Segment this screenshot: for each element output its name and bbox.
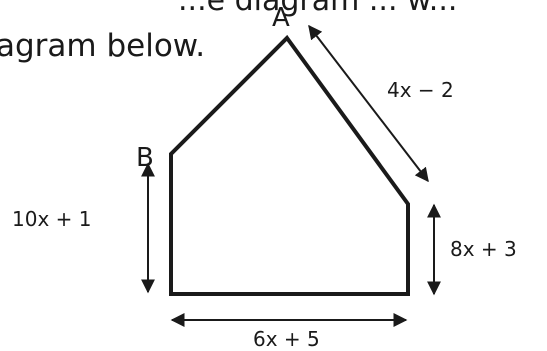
header-text-line2: agram below. <box>0 28 205 64</box>
side-label-right: 8x + 3 <box>450 237 517 261</box>
side-label-top-right: 4x − 2 <box>387 78 454 102</box>
header-text-line1: ...e diagram ... w... <box>178 0 457 18</box>
vertex-label-b: B <box>136 143 154 173</box>
dimension-arrow-top-right <box>308 24 429 183</box>
vertex-label-a: A <box>272 3 290 33</box>
pentagon-outline <box>169 34 410 296</box>
side-label-bottom: 6x + 5 <box>253 327 320 351</box>
side-label-left: 10x + 1 <box>12 207 91 231</box>
